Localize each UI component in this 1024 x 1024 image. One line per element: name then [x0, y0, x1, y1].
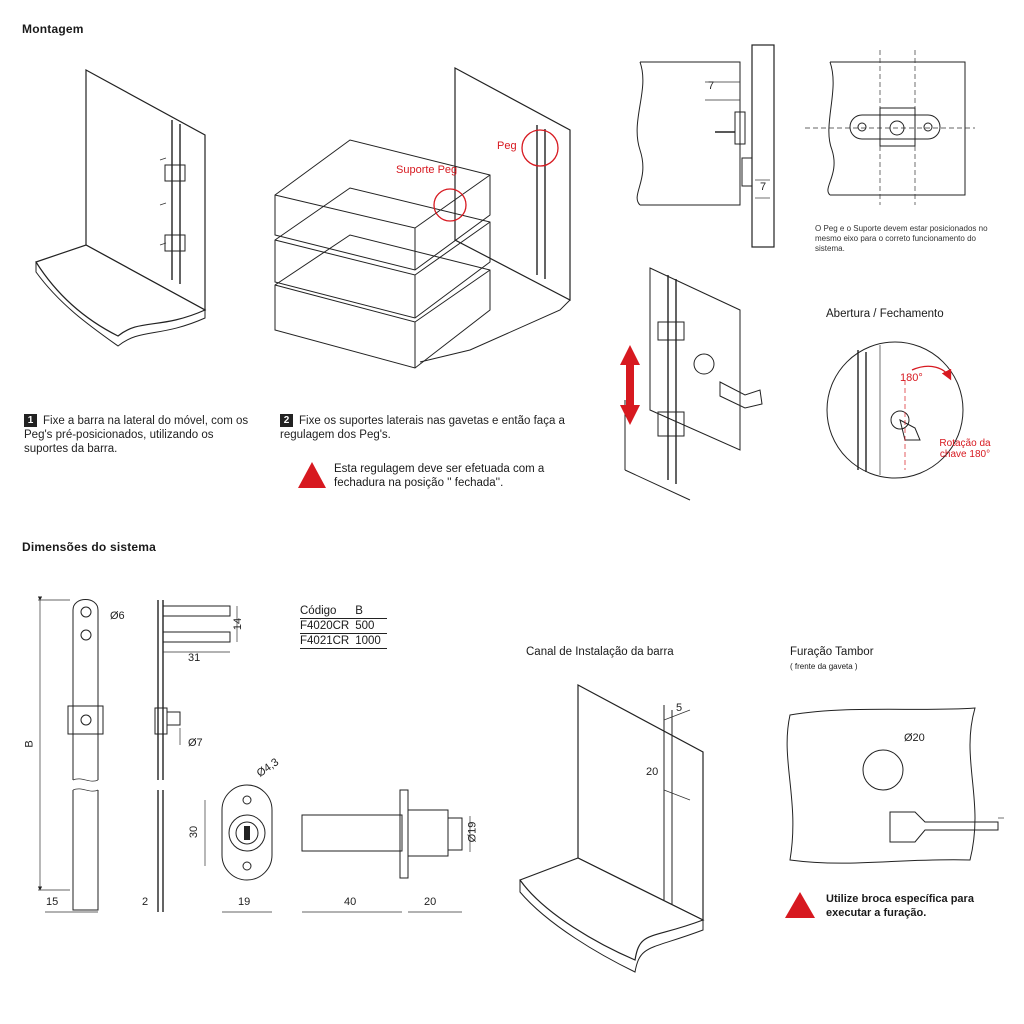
lock-body-drawing [204, 784, 471, 913]
canal-drawing [519, 683, 705, 973]
bar-dimension-drawing [37, 596, 238, 913]
dim-width-15: 15 [46, 896, 59, 908]
label-canal: Canal de Instalação da barra [526, 646, 674, 658]
table-cell: F4021CR [300, 633, 356, 649]
step-1-text: Fixe a barra na lateral do móvel, com os… [24, 415, 249, 455]
dim-thick-2: 2 [142, 896, 149, 908]
dim-canal-20: 20 [646, 766, 659, 778]
dim-len-20: 20 [424, 896, 437, 908]
furacao-drawing [786, 707, 1004, 864]
step-1-number: 1 [24, 414, 37, 427]
table-row: F4021CR 1000 [300, 633, 387, 649]
table-cell: F4020CR [300, 618, 356, 634]
step-2-text: Fixe os suportes laterais nas gavetas e … [280, 415, 565, 441]
section-title-dimensoes: Dimensões do sistema [22, 540, 157, 554]
table-cell: 500 [355, 618, 387, 634]
cabinet-panel-drawing [35, 68, 207, 347]
dim-peg-gap-bottom: 7 [760, 181, 767, 193]
dim-cyl-dia: Ø19 [466, 821, 479, 843]
warning-broca: Utilize broca específica para executar a… [826, 893, 974, 919]
table-header-b: B [355, 604, 387, 619]
warning-regulagem: Esta regulagem deve ser efetuada com a f… [334, 463, 545, 489]
dim-hole-dia: Ø6 [110, 610, 125, 622]
dim-peg-14: 14 [232, 617, 245, 631]
dim-hole-20: Ø20 [904, 732, 925, 744]
label-abertura: Abertura / Fechamento [826, 308, 944, 320]
dim-peg-31: 31 [188, 652, 201, 664]
label-suporte-peg: Suporte Peg [396, 164, 458, 176]
label-rotacao: Rotação da chave 180° [939, 438, 991, 460]
section-title-montagem: Montagem [22, 22, 84, 36]
peg-note: O Peg e o Suporte devem estar posicionad… [815, 224, 988, 253]
label-angle: 180° [900, 372, 923, 384]
abertura-detail-drawing [826, 341, 964, 479]
peg-section-drawing [636, 44, 775, 248]
dim-height-30: 30 [188, 825, 201, 839]
step-2-number: 2 [280, 414, 293, 427]
peg-front-view-drawing [805, 50, 975, 205]
lock-key-drawing [620, 267, 763, 501]
label-furacao: Furação Tambor [790, 646, 874, 658]
dim-peg-gap-top: 7 [708, 80, 715, 92]
dim-length-b: B [23, 740, 36, 748]
label-peg: Peg [497, 140, 517, 152]
label-furacao-sub: ( frente da gaveta ) [790, 662, 858, 671]
dim-peg-dia: Ø7 [188, 737, 203, 749]
dim-canal-5: 5 [676, 702, 683, 714]
drawers-drawing [274, 66, 571, 369]
dim-len-40: 40 [344, 896, 357, 908]
code-table: Código B F4020CR 500 F4021CR 1000 [300, 604, 387, 649]
dim-width-19: 19 [238, 896, 251, 908]
table-header-codigo: Código [300, 604, 356, 619]
table-row: F4020CR 500 [300, 618, 387, 634]
warning-icons [298, 462, 815, 918]
table-cell: 1000 [355, 633, 387, 649]
